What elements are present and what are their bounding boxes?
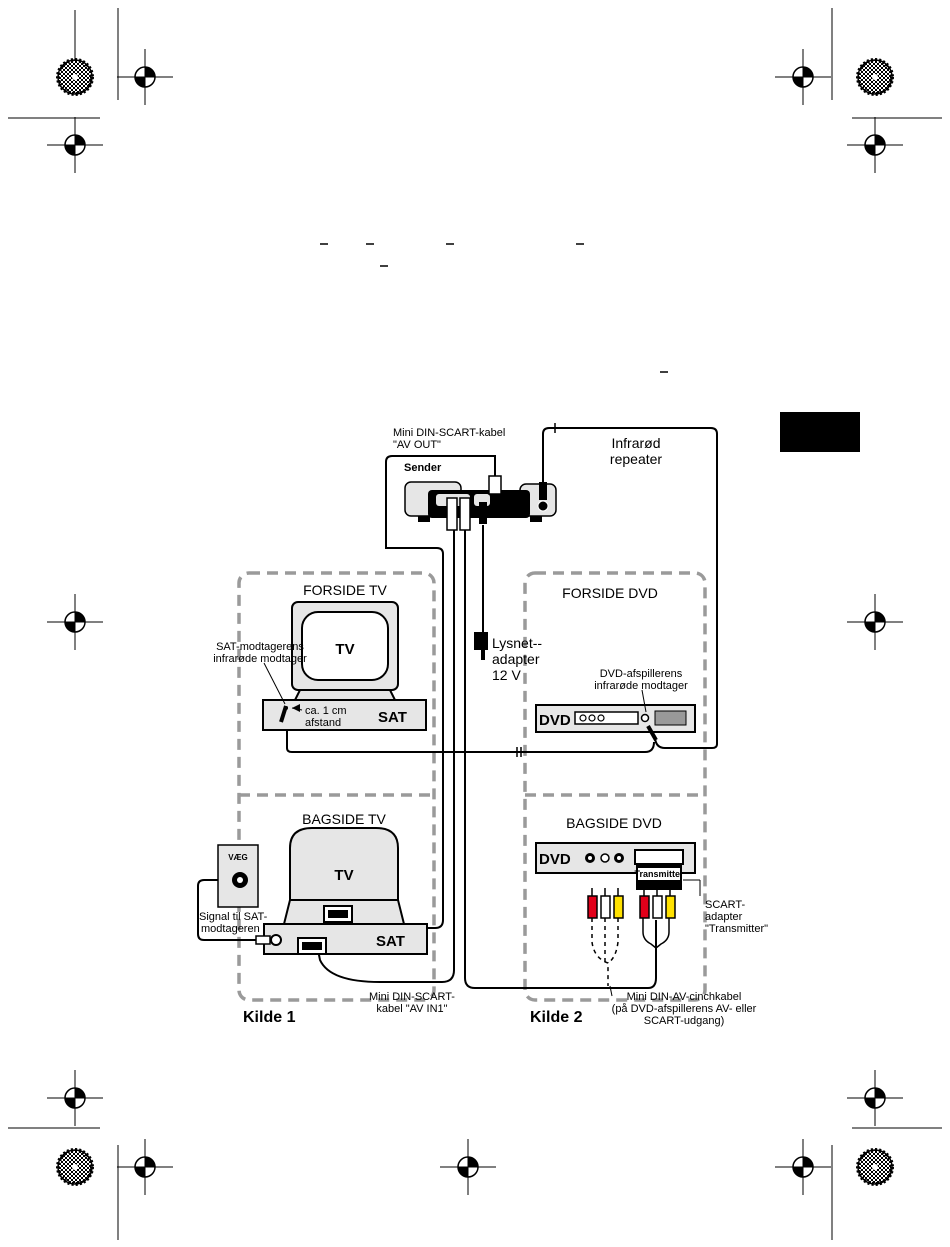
- signal-label: Signal til SAT-: [199, 911, 268, 923]
- section-tab: [780, 412, 860, 452]
- wall-label: VÆG: [228, 853, 248, 862]
- front-tv-text: TV: [335, 641, 354, 658]
- scart-adapter-label: SCART-: [705, 899, 745, 911]
- registration-mark: [46, 1069, 104, 1127]
- sender-unit: [404, 475, 557, 531]
- power-adapter-label: Lysnet--: [492, 635, 542, 651]
- dvd-ir-label: DVD-afspillerens: [600, 668, 683, 680]
- power-adapter-icon: [474, 632, 488, 660]
- registration-mark: [774, 1138, 832, 1196]
- registration-mark: [46, 593, 104, 651]
- registration-mark: [46, 116, 104, 174]
- front-dvd-player: [535, 704, 696, 741]
- cable-av-in1-label: kabel "AV IN1": [376, 1003, 447, 1015]
- front-sat-receiver: [262, 699, 427, 731]
- power-adapter-label: 12 V: [492, 667, 521, 683]
- dvd-ir-label: infrarøde modtager: [594, 680, 688, 692]
- rca-plugs: [587, 888, 676, 919]
- registration-mark: [774, 48, 832, 106]
- signal-label: modtageren: [201, 923, 260, 935]
- front-dvd-text: DVD: [539, 712, 571, 729]
- starburst-mark-bottom-left: [56, 1148, 94, 1186]
- front-tv-heading: FORSIDE TV: [303, 582, 387, 598]
- arrow-icon: [292, 704, 300, 712]
- distance-label: ca. 1 cm: [305, 705, 347, 717]
- sat-ir-label: SAT-modtagerens: [216, 641, 304, 653]
- cable-av-out-label: "AV OUT": [393, 439, 441, 451]
- cinch-cable-label: (på DVD-afspillerens AV- eller: [612, 1003, 757, 1015]
- back-tv-text: TV: [334, 867, 353, 884]
- sender-title: Sender: [404, 462, 442, 474]
- print-marks: [8, 8, 942, 1240]
- wall-socket: [217, 844, 259, 908]
- power-adapter-label: adapter: [492, 651, 540, 667]
- cable-av-cinch: [464, 530, 657, 989]
- front-sat-text: SAT: [378, 709, 407, 726]
- distance-label: afstand: [305, 717, 341, 729]
- sat-ir-label: infrarøde modtager: [213, 653, 307, 665]
- front-dvd-heading: FORSIDE DVD: [562, 585, 658, 601]
- cable-ir-repeater: [542, 427, 718, 749]
- cable-av-out-label: Mini DIN-SCART-kabel: [393, 427, 505, 439]
- back-dvd-heading: BAGSIDE DVD: [566, 815, 662, 831]
- starburst-mark-top-left: [56, 58, 94, 96]
- registration-mark: [116, 1138, 174, 1196]
- cable-ir-bridge: [286, 714, 655, 753]
- cable-av-out: [385, 455, 496, 929]
- registration-mark: [846, 593, 904, 651]
- cinch-cable-label: SCART-udgang): [644, 1015, 725, 1027]
- cable-av-in1-label: Mini DIN-SCART-: [369, 991, 455, 1003]
- front-tv: [291, 601, 399, 701]
- transmitter-label: Transmitter: [634, 869, 684, 879]
- back-tv: [282, 827, 406, 925]
- cinch-cable-label: Mini DIN-AV-cinchkabel: [627, 991, 742, 1003]
- cable-antenna: [197, 879, 256, 941]
- source-boxes: [237, 571, 707, 1002]
- back-sat-text: SAT: [376, 933, 405, 950]
- registration-mark: [846, 116, 904, 174]
- starburst-mark-bottom-right: [856, 1148, 894, 1186]
- back-dvd-text: DVD: [539, 851, 571, 868]
- scart-adapter-label: "Transmitter": [705, 923, 768, 935]
- back-tv-heading: BAGSIDE TV: [302, 811, 386, 827]
- scart-adapter-label: adapter: [705, 911, 743, 923]
- source2-box: [523, 571, 707, 1002]
- infrared-repeater-label: Infrarød: [611, 435, 660, 451]
- cables: [197, 423, 718, 989]
- starburst-mark-top-right: [856, 58, 894, 96]
- registration-mark: [439, 1138, 497, 1196]
- scart-adapter-transmitter: [636, 864, 682, 890]
- source1-heading: Kilde 1: [243, 1009, 296, 1026]
- cable-av-in1: [317, 530, 455, 983]
- registration-mark: [116, 48, 174, 106]
- registration-mark: [846, 1069, 904, 1127]
- antenna-plug: [255, 935, 271, 945]
- source2-heading: Kilde 2: [530, 1009, 583, 1026]
- infrared-repeater-label: repeater: [610, 451, 662, 467]
